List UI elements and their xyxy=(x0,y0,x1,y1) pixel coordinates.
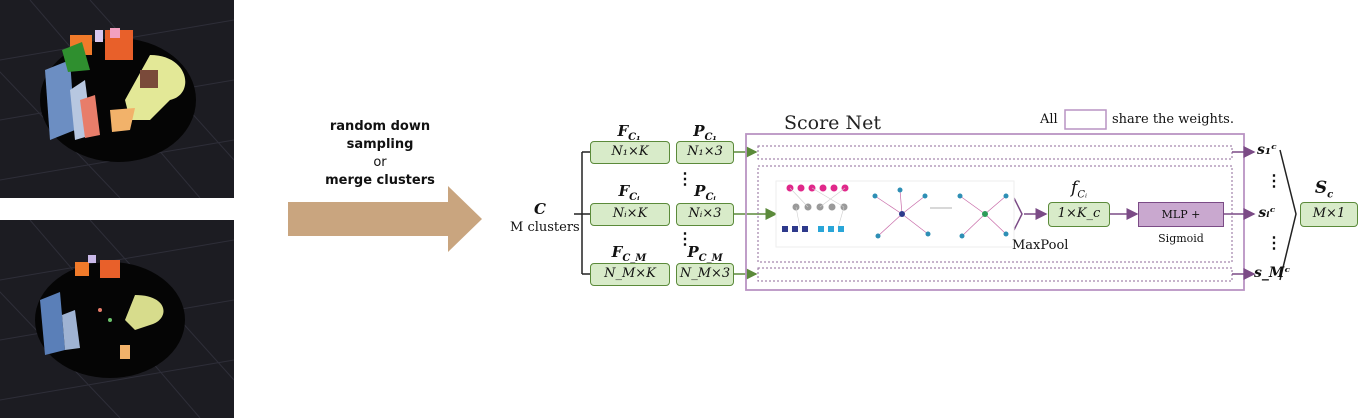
mlp-sigmoid-box: MLP + Sigmoid xyxy=(1138,202,1224,245)
point-cloud-sampled-image xyxy=(0,220,234,418)
row1-p-label: PC₁ xyxy=(693,122,717,143)
clusters-label: M clusters xyxy=(510,220,580,235)
score-vector-label: Sc xyxy=(1314,178,1334,201)
row2-point-box: Nᵢ×3 xyxy=(676,203,734,226)
output-sm: s_Mᶜ xyxy=(1254,265,1291,281)
row3-feature-box: N_M×K xyxy=(590,263,670,286)
row2-feature-box: Nᵢ×K xyxy=(590,203,670,226)
row3-f-label: FC_M xyxy=(611,243,647,264)
score-vector-box: M×1 xyxy=(1300,202,1358,227)
point-cloud-clusters-image xyxy=(0,0,234,198)
row3-point-box: N_M×3 xyxy=(676,263,734,286)
output-si: sᵢᶜ xyxy=(1258,205,1276,221)
row1-f-label: FC₁ xyxy=(617,122,641,143)
vertical-dots-2: ⋮ xyxy=(677,229,693,248)
row2-f-label: FCᵢ xyxy=(618,182,640,203)
edgeconv-illustration xyxy=(782,184,1009,239)
row3-p-label: PC_M xyxy=(687,243,723,264)
legend-all: All xyxy=(1040,112,1058,127)
vertical-dots-1: ⋮ xyxy=(677,169,693,188)
clusters-symbol: C xyxy=(534,200,546,218)
maxpool-label: MaxPool xyxy=(1012,238,1069,253)
row1-feature-box: N₁×K xyxy=(590,141,670,164)
row1-point-box: N₁×3 xyxy=(676,141,734,164)
scorenet-title: Score Net xyxy=(784,112,881,134)
row2-p-label: PCᵢ xyxy=(694,182,716,203)
fc-label: fCᵢ xyxy=(1071,178,1087,201)
transition-arrow xyxy=(288,186,482,252)
output-s1: s₁ᶜ xyxy=(1257,142,1277,158)
output-dots-2: ⋮ xyxy=(1266,233,1282,252)
output-dots-1: ⋮ xyxy=(1266,171,1282,190)
fc-box: 1×K_c xyxy=(1048,202,1110,227)
legend-share: share the weights. xyxy=(1112,112,1234,127)
sampling-caption: random down sampling or merge clusters xyxy=(325,119,435,188)
